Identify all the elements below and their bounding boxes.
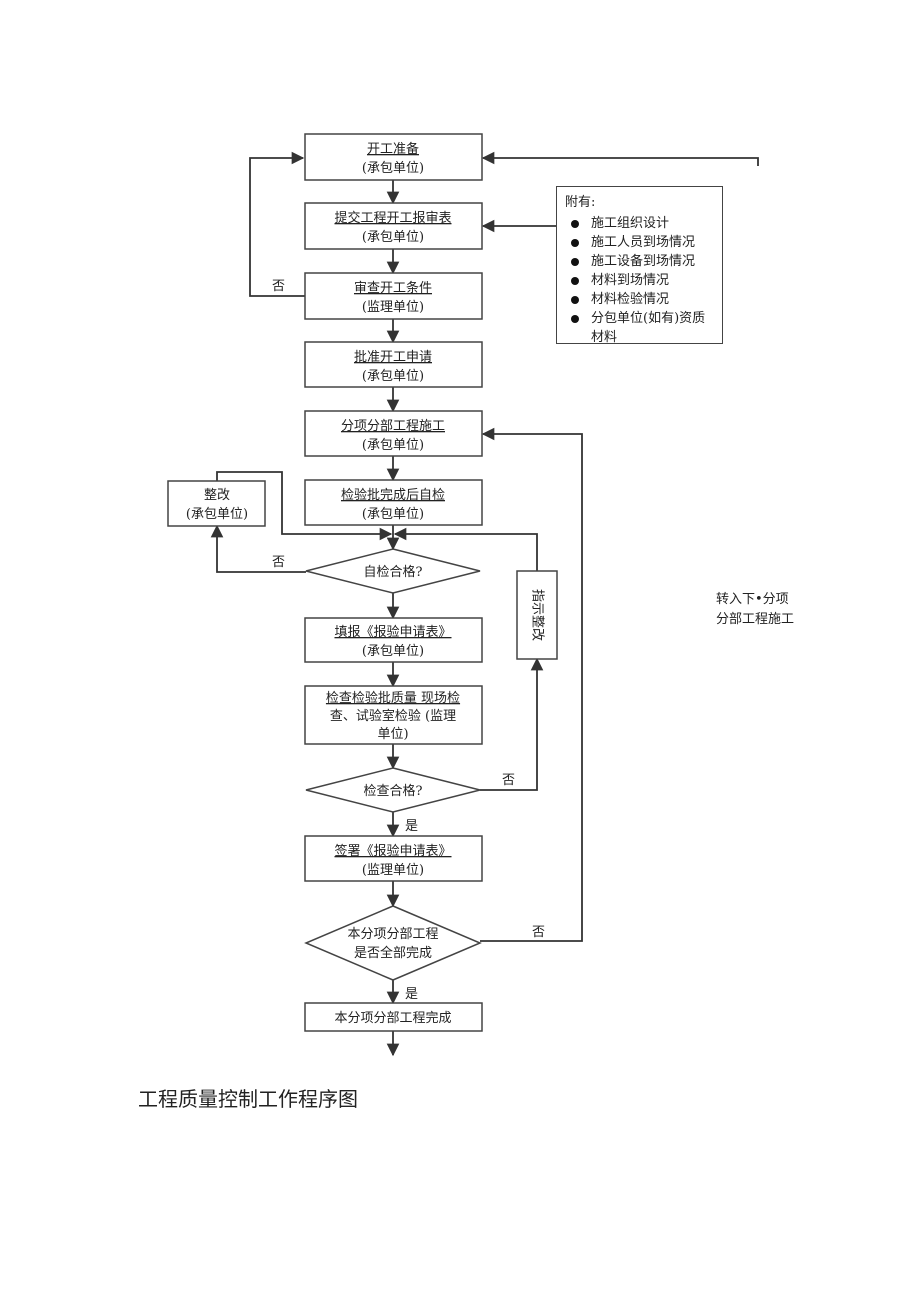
side-note-line: 分部工程施工 bbox=[716, 612, 795, 627]
svg-text:(承包单位): (承包单位) bbox=[362, 507, 424, 522]
diagram-caption: 工程质量控制工作程序图 bbox=[138, 1087, 358, 1111]
svg-text:自检合格?: 自检合格? bbox=[364, 564, 423, 580]
svg-text:(承包单位): (承包单位) bbox=[186, 507, 248, 522]
label-check-yes: 是 bbox=[405, 819, 418, 834]
svg-text:分项分部工程施工: 分项分部工程施工 bbox=[341, 419, 445, 434]
attachment-item: 材料到场情况 bbox=[565, 271, 714, 290]
node-review-conditions: 审查开工条件 (监理单位) bbox=[304, 272, 483, 320]
node-sign-form: 签署《报验申请表》 (监理单位) bbox=[304, 835, 483, 882]
edge-alldone-no bbox=[480, 427, 583, 942]
svg-text:是否全部完成: 是否全部完成 bbox=[354, 945, 432, 961]
svg-text:提交工程开工报审表: 提交工程开工报审表 bbox=[334, 210, 451, 226]
node-rectify: 整改 (承包单位) bbox=[167, 480, 266, 527]
svg-text:(承包单位): (承包单位) bbox=[362, 161, 424, 176]
svg-text:审查开工条件: 审查开工条件 bbox=[354, 280, 432, 296]
svg-text:查、试验室检验 (监理: 查、试验室检验 (监理 bbox=[330, 708, 456, 724]
svg-text:(监理单位): (监理单位) bbox=[362, 300, 424, 315]
svg-text:(承包单位): (承包单位) bbox=[362, 644, 424, 659]
edge-review-no-loop bbox=[249, 151, 306, 297]
svg-text:(承包单位): (承包单位) bbox=[362, 369, 424, 384]
attachment-item: 材料检验情况 bbox=[565, 290, 714, 309]
label-self-no: 否 bbox=[272, 555, 285, 570]
attachment-item: 施工人员到场情况 bbox=[565, 233, 714, 252]
svg-text:签署《报验申请表》: 签署《报验申请表》 bbox=[334, 843, 451, 859]
svg-text:(监理单位): (监理单位) bbox=[362, 863, 424, 878]
edges bbox=[210, 151, 759, 1057]
node-self-pass: 自检合格? bbox=[305, 548, 481, 594]
node-complete: 本分项分部工程完成 bbox=[304, 1002, 483, 1032]
node-check-pass: 检查合格? bbox=[305, 767, 481, 813]
svg-text:指示整改: 指示整改 bbox=[530, 589, 545, 641]
node-approve-application: 批准开工申请 (承包单位) bbox=[304, 341, 483, 388]
node-fill-form: 填报《报验申请表》 (承包单位) bbox=[304, 617, 483, 663]
svg-text:检验批完成后自检: 检验批完成后自检 bbox=[341, 487, 445, 503]
node-subitem-construction: 分项分部工程施工 (承包单位) bbox=[304, 410, 483, 457]
node-instruct-rectify: 指示整改 bbox=[516, 570, 558, 660]
node-all-done: 本分项分部工程 是否全部完成 bbox=[304, 905, 482, 981]
label-check-no: 否 bbox=[502, 773, 515, 788]
label-review-no: 否 bbox=[272, 279, 285, 294]
edge-instruct-back bbox=[393, 527, 538, 571]
edge-rectify-back bbox=[216, 471, 393, 541]
attachment-item: 施工组织设计 bbox=[565, 214, 714, 233]
attachments-title: 附有: bbox=[565, 195, 596, 210]
attachments-list: 施工组织设计 施工人员到场情况 施工设备到场情况 材料到场情况 材料检验情况 分… bbox=[565, 214, 714, 347]
svg-text:单位): 单位) bbox=[377, 727, 408, 742]
side-note: 转入下•分项 分部工程施工 bbox=[716, 590, 794, 630]
edge-checkpass-no bbox=[480, 657, 544, 791]
node-start-prep: 开工准备 (承包单位) bbox=[304, 133, 483, 181]
label-all-no: 否 bbox=[532, 925, 545, 940]
svg-text:整改: 整改 bbox=[204, 488, 230, 503]
attachment-item: 分包单位(如有)资质材料 bbox=[565, 309, 714, 347]
svg-text:检查检验批质量 现场检: 检查检验批质量 现场检 bbox=[326, 690, 460, 706]
svg-text:批准开工申请: 批准开工申请 bbox=[354, 350, 432, 365]
edge-selfpass-no bbox=[210, 524, 306, 573]
svg-text:检查合格?: 检查合格? bbox=[364, 783, 423, 799]
attachment-item: 施工设备到场情况 bbox=[565, 252, 714, 271]
svg-text:填报《报验申请表》: 填报《报验申请表》 bbox=[334, 624, 451, 640]
attachments-box: 附有: 施工组织设计 施工人员到场情况 施工设备到场情况 材料到场情况 材料检验… bbox=[556, 186, 723, 347]
svg-text:(承包单位): (承包单位) bbox=[362, 230, 424, 245]
svg-text:开工准备: 开工准备 bbox=[367, 141, 419, 157]
edge-next-subitem-feedback bbox=[481, 151, 759, 166]
label-all-yes: 是 bbox=[405, 987, 418, 1002]
svg-text:本分项分部工程: 本分项分部工程 bbox=[347, 927, 438, 942]
svg-text:本分项分部工程完成: 本分项分部工程完成 bbox=[334, 1011, 451, 1026]
svg-text:(承包单位): (承包单位) bbox=[362, 438, 424, 453]
node-submit-form: 提交工程开工报审表 (承包单位) bbox=[304, 202, 483, 250]
node-check-batch: 检查检验批质量 现场检 查、试验室检验 (监理 单位) bbox=[304, 685, 483, 745]
side-note-line: 转入下•分项 bbox=[716, 592, 789, 607]
node-self-inspection: 检验批完成后自检 (承包单位) bbox=[304, 479, 483, 526]
